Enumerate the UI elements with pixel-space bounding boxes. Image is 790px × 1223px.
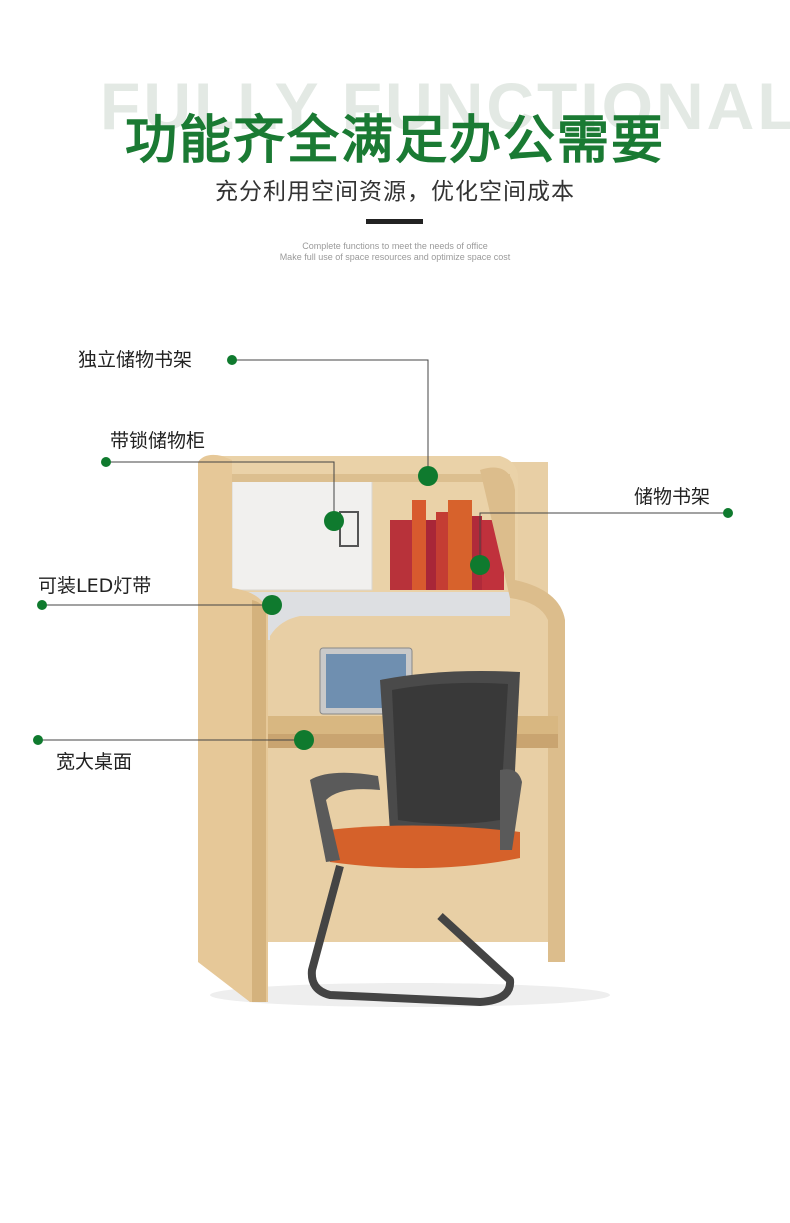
callout-label-led-strip: 可装LED灯带	[38, 575, 152, 597]
chair-seat	[328, 825, 520, 869]
dot-lock-cabinet-start	[101, 457, 111, 467]
led-strip-board	[228, 592, 510, 640]
callout-label-storage-shelf: 储物书架	[634, 486, 711, 508]
dot-storage-shelf-start	[723, 508, 733, 518]
dot-desktop	[294, 730, 314, 750]
page-subtitle: 充分利用空间资源，优化空间成本	[215, 179, 575, 205]
title-divider	[366, 219, 423, 224]
english-caption-2: Make full use of space resources and opt…	[279, 252, 511, 262]
chair-right-armrest	[500, 769, 522, 850]
callout-dots	[33, 355, 733, 750]
chair-mesh	[392, 682, 508, 824]
left-panel-edge	[252, 600, 266, 1002]
chair-frame	[307, 864, 515, 1006]
dot-desktop-start	[33, 735, 43, 745]
lock-cabinet-door	[231, 477, 373, 591]
dot-led-start	[37, 600, 47, 610]
left-side-panel	[198, 454, 268, 1002]
books	[390, 500, 504, 590]
page-title: 功能齐全满足办公需要	[124, 111, 665, 171]
english-caption-1: Complete functions to meet the needs of …	[302, 241, 488, 251]
office-chair	[307, 671, 522, 1006]
callout-label-desktop: 宽大桌面	[56, 751, 133, 773]
callout-label-shelf-top: 独立储物书架	[78, 349, 193, 371]
callout-lines	[38, 359, 728, 741]
background-watermark-text: FULLY FUNCTIONAL	[100, 69, 790, 143]
dot-shelf-top	[418, 466, 438, 486]
chair-left-armrest	[310, 772, 380, 862]
callout-label-lock-cabinet: 带锁储物柜	[110, 430, 206, 452]
dot-lock-cabinet	[324, 511, 344, 531]
right-side-panel	[480, 467, 565, 962]
top-shelf-board	[228, 474, 510, 482]
dot-led	[262, 595, 282, 615]
dot-shelf-top-start	[227, 355, 237, 365]
dot-storage-shelf	[470, 555, 490, 575]
